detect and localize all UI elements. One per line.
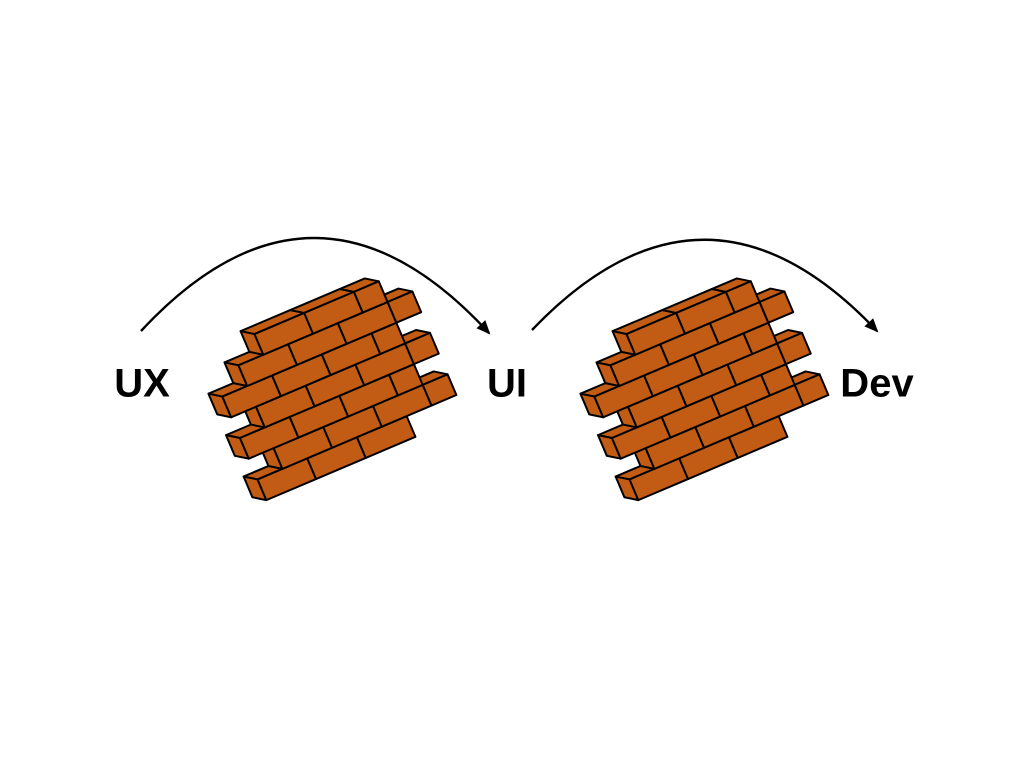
arrow-ux-to-ui — [140, 236, 491, 335]
label-dev: Dev — [840, 361, 914, 406]
brick-face — [793, 373, 830, 407]
label-ui: UI — [487, 361, 527, 406]
brick-face — [776, 331, 812, 366]
brick-face — [352, 280, 389, 314]
arrow-curve-ui-to-dev — [531, 238, 879, 333]
brick-wall-group — [207, 277, 458, 502]
brick-face — [421, 373, 458, 407]
brick-wall-ui-dev — [579, 277, 830, 502]
brick-wall-group — [579, 277, 830, 502]
label-ux: UX — [114, 361, 170, 406]
brick-face — [758, 290, 795, 324]
brick-wall-ux-ui — [207, 277, 458, 502]
arrow-ui-to-dev — [531, 238, 879, 333]
arrow-curve-ux-to-ui — [140, 236, 491, 335]
brick-face — [386, 290, 423, 324]
brick-face — [404, 331, 440, 366]
brick-face — [724, 280, 761, 314]
